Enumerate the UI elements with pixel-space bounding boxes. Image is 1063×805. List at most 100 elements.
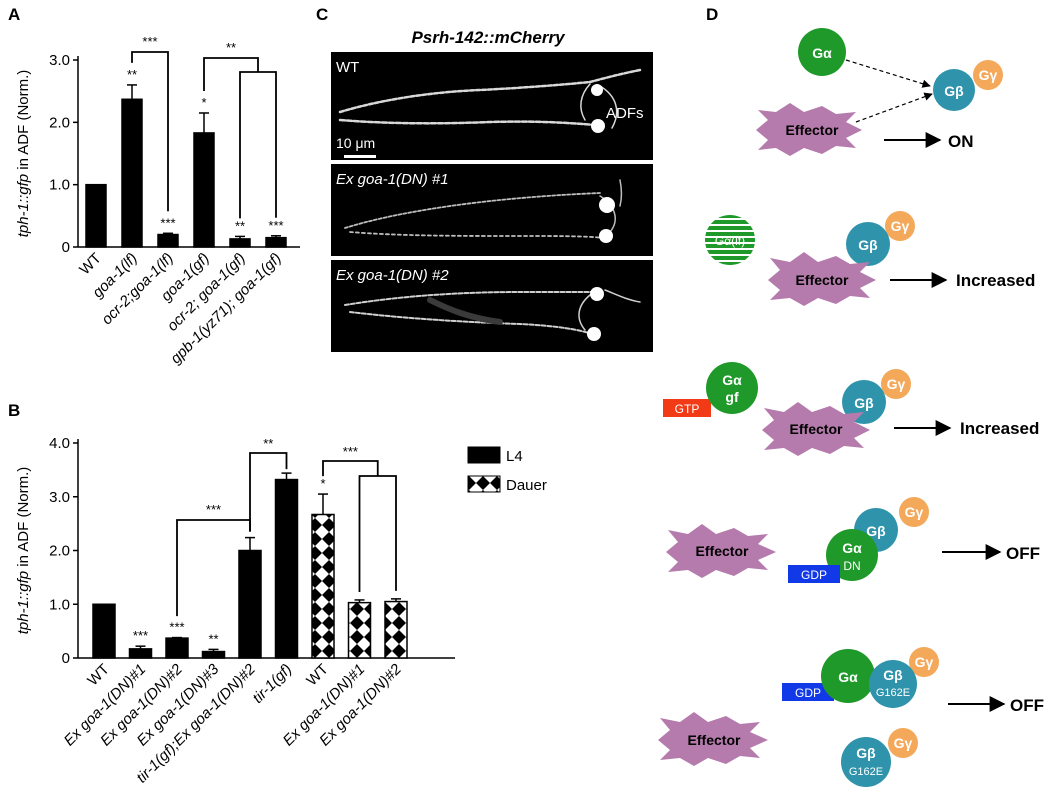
chart-b-bar [92,603,116,659]
scheme-lf: Gα(lf) Gγ Gβ Effector Increased [705,211,1035,306]
neurons-dn2 [344,287,641,341]
on-label: ON [948,132,974,151]
g-alpha-lf [705,215,755,265]
g-gamma [973,60,1003,90]
chart-a-sig-label: *** [160,215,175,230]
g-alpha-5-label: Gα [838,669,858,685]
gdp-label-1: GDP [801,568,827,582]
chart-a-bracket-label: ** [226,40,236,55]
chart-b-bar [201,650,226,659]
g-gamma-2-label: Gγ [891,218,910,234]
micrograph-dn1 [331,164,653,256]
g-gamma-3-label: Gγ [887,376,906,392]
chart-a-y-label-gene: tph-1::gfp [15,174,32,237]
gdp-box-2 [782,683,834,701]
chart-a-y-tick-label: 3.0 [49,52,70,69]
chart-a-y-label: tph-1::gfp in ADF (Norm.) [15,70,32,238]
chart-a-y-tick-label: 1.0 [49,177,70,194]
micrograph-dn1-label: Ex goa-1(DN) #1 [336,171,449,188]
dashed-arrow-effector [855,92,933,123]
chart-a-category-label: WT [76,250,105,279]
g-gamma-5 [909,647,939,677]
g-gamma-4 [899,497,929,527]
gtp-box [663,399,711,417]
chart-a-sig-label: * [201,95,206,110]
micrograph-dn2-label: Ex goa-1(DN) #2 [336,267,449,284]
chart-a-bar [193,132,215,248]
effector-label-2: Effector [796,272,849,288]
chart-a-bar [85,183,107,248]
chart-b-bracket-label: *** [206,502,221,517]
chart-b-bar [311,513,335,659]
chart-b-bar [347,601,372,659]
micrograph-wt [331,52,653,160]
chart-b-bracket-label: *** [343,444,358,459]
chart-b-bar [128,648,153,659]
g-beta-g162e-2-label: Gβ [856,745,876,761]
adf-annotation: ADFs [606,105,644,122]
g-gamma-6-label: Gγ [894,735,913,751]
chart-b-y-tick-label: 4.0 [49,435,70,452]
g-gamma-5-label: Gγ [915,654,934,670]
g-alpha-label: Gα [812,45,832,61]
chart-b-sig-label: *** [169,620,184,635]
neurons-wt [338,68,642,133]
chart-b-bracket-label: ** [263,436,273,451]
g-beta-g162e-1 [869,660,917,708]
effector-shape-5 [658,712,768,766]
increased-label-1: Increased [956,271,1035,290]
chart-b-y-tick-label: 0 [62,650,70,667]
gdp-label-2: GDP [795,686,821,700]
off-label-1: OFF [1006,544,1040,563]
chart-b-y-label: tph-1::gfp in ADF (Norm.) [15,467,32,635]
dn-label: DN [843,559,860,573]
g-gamma-6 [888,728,918,758]
chart-a-bracket [203,57,277,219]
g-beta-2 [846,222,890,266]
effector-shape [756,103,862,156]
chart-b-bar [238,549,262,659]
g-alpha-5 [821,649,875,703]
chart-b-bar [384,600,408,659]
off-label-2: OFF [1010,696,1044,715]
chart-a-y-tick-label: 0 [62,239,70,256]
g162e-label-1: G162E [876,687,910,699]
gdp-box-1 [788,565,840,583]
scale-bar [344,155,376,158]
chart-b-y-tick-label: 1.0 [49,596,70,613]
panel-label-d: D [706,5,718,24]
dashed-arrow-ga [845,59,931,88]
chart-b-category-label: WT [84,661,113,690]
chart-a-bar [265,236,287,248]
g-beta-4-label: Gβ [866,523,886,539]
chart-a-bar [157,233,179,248]
increased-label-2: Increased [960,419,1039,438]
g-gamma-3 [881,369,911,399]
scheme-gf: GTP Gα gf Gγ Gβ Effector Increased [663,362,1039,456]
g-beta [933,69,975,111]
panel-label-a: A [8,5,20,24]
g-alpha-lf-label: Gα(lf) [715,234,745,248]
legend-swatch-l4 [467,446,501,464]
chart-b-y-tick-label: 2.0 [49,543,70,560]
effector-label-4: Effector [696,543,749,559]
chart-b-y-label-gene: tph-1::gfp [15,571,32,634]
effector-shape-4 [666,524,776,578]
chart-b-sig-label: *** [133,628,148,643]
g-alpha-gf [706,362,758,414]
g-gamma-2 [885,211,915,241]
g-gamma-4-label: Gγ [905,504,924,520]
chart-a-bar [121,98,143,248]
effector-label: Effector [786,122,839,138]
micrograph-wt-label: WT [336,59,359,76]
chart-a-sig-label: ** [127,67,137,82]
chart-b-bar [165,637,189,659]
gtp-label: GTP [675,402,700,416]
g-beta-label: Gβ [944,83,964,99]
g-beta-g162e-2 [841,737,891,787]
legend-label-l4: L4 [506,448,523,465]
chart-a-bar [229,238,251,248]
